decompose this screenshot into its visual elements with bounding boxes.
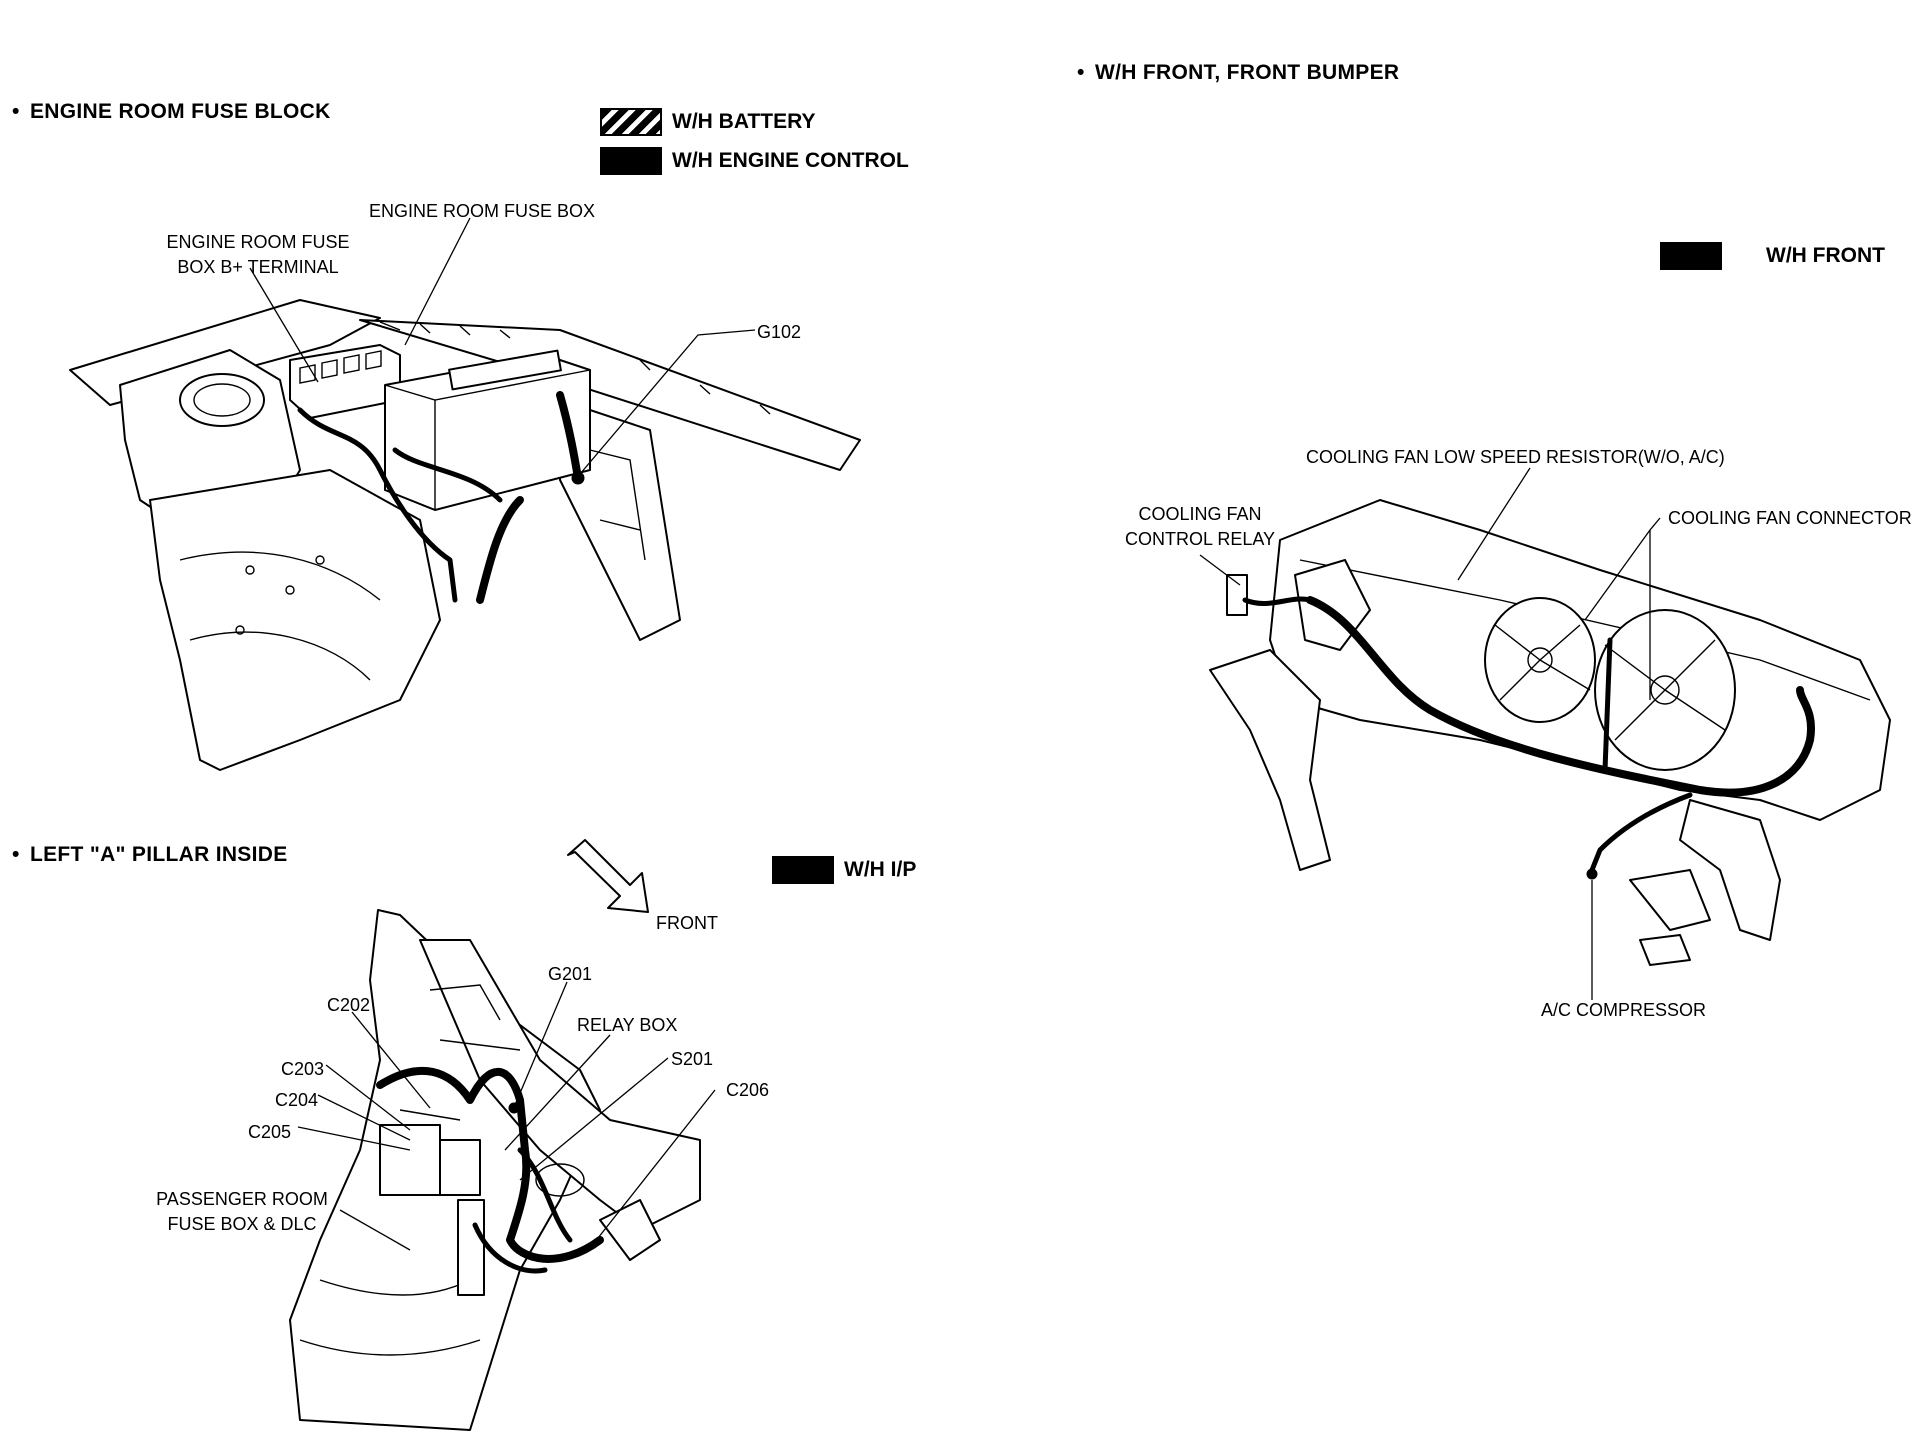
callout-c203: C203 [281, 1059, 325, 1079]
legend-front-label: W/H FRONT [1766, 244, 1885, 267]
callout-relay-line2: CONTROL RELAY [1124, 529, 1276, 549]
a-pillar-title: LEFT "A" PILLAR INSIDE [30, 843, 288, 866]
solid-swatch-icon [1660, 242, 1722, 270]
callout-c205: C205 [248, 1122, 292, 1142]
callout-fan-connector: COOLING FAN CONNECTOR [1668, 508, 1912, 528]
legend-ip-label: W/H I/P [844, 858, 917, 881]
callout-relay-line1: COOLING FAN [1138, 504, 1262, 524]
callout-relay-box: RELAY BOX [577, 1015, 678, 1035]
front-bumper-illustration [1199, 467, 1891, 1000]
callout-s201: S201 [671, 1049, 714, 1069]
callout-low-speed-resistor: COOLING FAN LOW SPEED RESISTOR(W/O, A/C) [1306, 447, 1725, 467]
callout-fan-control-relay: COOLING FAN CONTROL RELAY [1115, 502, 1285, 552]
callout-passenger-line1: PASSENGER ROOM [156, 1189, 328, 1209]
bullet: • [1077, 61, 1085, 84]
callout-b-terminal-line2: BOX B+ TERMINAL [177, 257, 339, 277]
callout-b-terminal-line1: ENGINE ROOM FUSE [166, 232, 350, 252]
callout-fuse-box: ENGINE ROOM FUSE BOX [369, 201, 596, 221]
callout-g102: G102 [757, 322, 802, 342]
callout-g201: G201 [548, 964, 593, 984]
legend-battery: W/H BATTERY [600, 108, 815, 136]
bullet: • [12, 843, 20, 866]
hatched-swatch-icon [600, 108, 662, 136]
front-bumper-heading: • W/H FRONT, FRONT BUMPER [1077, 61, 1399, 85]
engine-room-illustration [69, 217, 861, 771]
legend-engine-control: W/H ENGINE CONTROL [600, 147, 909, 175]
legend-battery-label: W/H BATTERY [672, 110, 816, 133]
callout-passenger-fuse-box: PASSENGER ROOM FUSE BOX & DLC [142, 1187, 342, 1237]
solid-swatch-icon [600, 147, 662, 175]
front-bumper-title: W/H FRONT, FRONT BUMPER [1095, 61, 1400, 84]
a-pillar-heading: • LEFT "A" PILLAR INSIDE [12, 843, 288, 867]
engine-room-heading: • ENGINE ROOM FUSE BLOCK [12, 100, 331, 124]
legend-engine-control-label: W/H ENGINE CONTROL [672, 149, 909, 172]
solid-swatch-icon [772, 856, 834, 884]
front-arrow-label: FRONT [656, 913, 718, 933]
engine-room-title: ENGINE ROOM FUSE BLOCK [30, 100, 331, 123]
callout-passenger-line2: FUSE BOX & DLC [167, 1214, 317, 1234]
callout-c202: C202 [327, 995, 371, 1015]
legend-ip: W/H I/P [772, 856, 916, 884]
callout-c206: C206 [726, 1080, 770, 1100]
callout-b-terminal: ENGINE ROOM FUSE BOX B+ TERMINAL [152, 230, 364, 280]
callout-ac-compressor: A/C COMPRESSOR [1541, 1000, 1707, 1020]
bullet: • [12, 100, 20, 123]
callout-c204: C204 [275, 1090, 319, 1110]
legend-front: W/H FRONT [1660, 242, 1885, 270]
a-pillar-illustration [289, 839, 716, 1431]
